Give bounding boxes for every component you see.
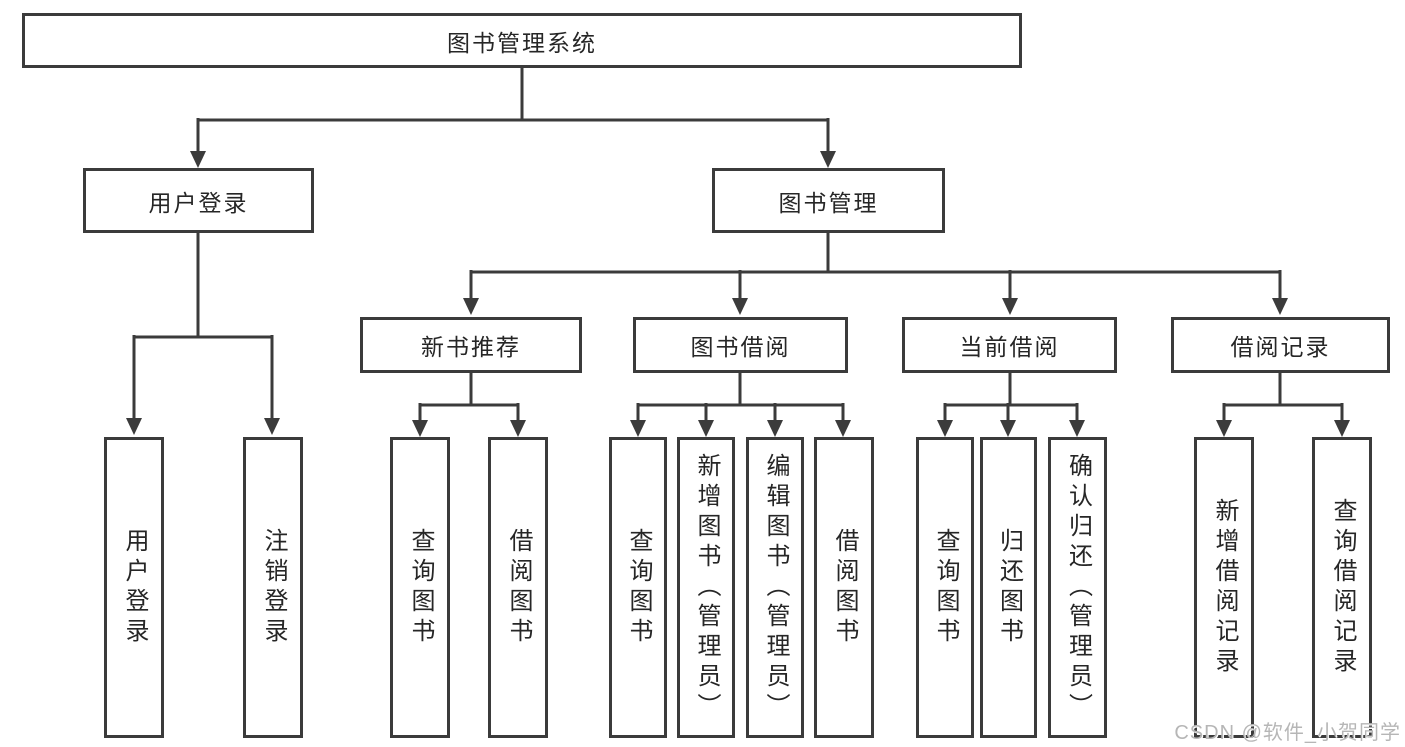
- node-user-login: 用户登录: [83, 168, 314, 233]
- leaf-query-books-borrow: 查询图书: [609, 437, 667, 738]
- leaf-add-borrow-record-label: 新增借阅记录: [1211, 497, 1238, 678]
- leaf-confirm-return-admin-label: 确认归还（管理员）: [1064, 452, 1092, 723]
- node-new-book-recommend-label: 新书推荐: [421, 334, 521, 360]
- node-current-borrow-label: 当前借阅: [959, 334, 1060, 360]
- leaf-query-books-current-label: 查询图书: [932, 527, 959, 648]
- leaf-return-books-label: 归还图书: [995, 527, 1023, 648]
- node-book-management-label: 图书管理: [778, 189, 879, 216]
- node-borrow-record-label: 借阅记录: [1230, 334, 1331, 360]
- leaf-query-books-current: 查询图书: [916, 437, 974, 738]
- leaf-query-books-recommend: 查询图书: [390, 437, 450, 738]
- leaf-add-books-admin: 新增图书（管理员）: [677, 437, 735, 738]
- node-user-login-label: 用户登录: [148, 189, 249, 216]
- leaf-logout-label: 注销登录: [260, 527, 287, 648]
- node-new-book-recommend: 新书推荐: [360, 317, 582, 373]
- node-root-label: 图书管理系统: [447, 29, 597, 56]
- leaf-query-borrow-record: 查询借阅记录: [1312, 437, 1372, 738]
- node-book-borrow-label: 图书借阅: [690, 334, 791, 360]
- node-current-borrow: 当前借阅: [902, 317, 1117, 373]
- node-root: 图书管理系统: [22, 13, 1022, 68]
- node-book-borrow: 图书借阅: [633, 317, 848, 373]
- leaf-borrow-books-recommend: 借阅图书: [488, 437, 548, 738]
- leaf-query-books-borrow-label: 查询图书: [625, 527, 652, 648]
- node-borrow-record: 借阅记录: [1171, 317, 1390, 373]
- leaf-user-login-label: 用户登录: [121, 527, 148, 648]
- csdn-watermark: CSDN @软件_小贺同学: [1174, 722, 1401, 744]
- leaf-borrow-books-label: 借阅图书: [831, 527, 858, 648]
- leaf-edit-books-admin-label: 编辑图书（管理员）: [762, 452, 789, 723]
- leaf-user-login: 用户登录: [104, 437, 164, 738]
- leaf-query-books-recommend-label: 查询图书: [407, 527, 434, 648]
- leaf-edit-books-admin: 编辑图书（管理员）: [746, 437, 804, 738]
- leaf-borrow-books: 借阅图书: [814, 437, 874, 738]
- node-book-management: 图书管理: [712, 168, 945, 233]
- arrowheads: [126, 151, 1350, 437]
- leaf-logout: 注销登录: [243, 437, 303, 738]
- leaf-return-books: 归还图书: [980, 437, 1037, 738]
- leaf-add-borrow-record: 新增借阅记录: [1194, 437, 1254, 738]
- leaf-borrow-books-recommend-label: 借阅图书: [505, 527, 532, 648]
- leaf-add-books-admin-label: 新增图书（管理员）: [693, 452, 720, 723]
- leaf-query-borrow-record-label: 查询借阅记录: [1329, 497, 1356, 678]
- leaf-confirm-return-admin: 确认归还（管理员）: [1048, 437, 1107, 738]
